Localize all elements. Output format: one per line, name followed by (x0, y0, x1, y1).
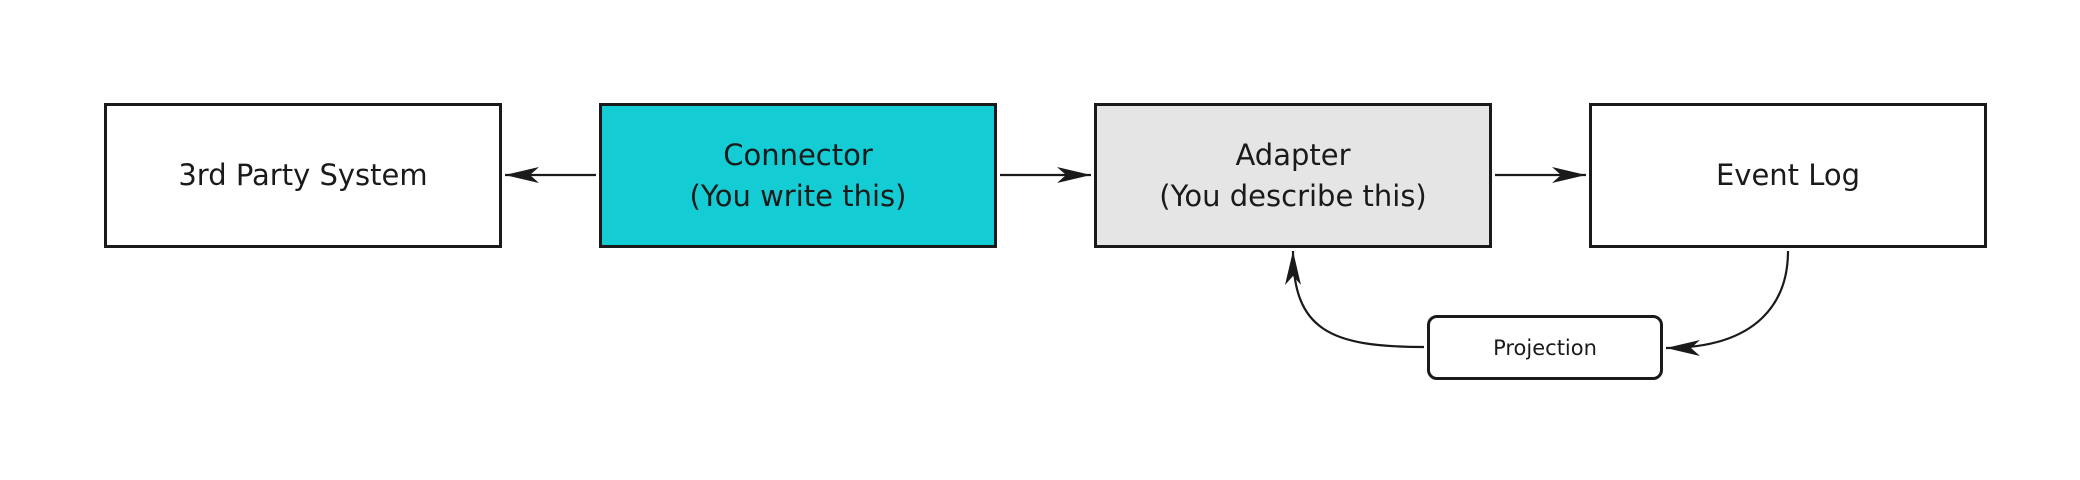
event-log-label: Event Log (1715, 158, 1861, 192)
arrow-projection-to-adapter (1285, 250, 1425, 349)
third-party-system-label: 3rd Party System (178, 158, 428, 192)
connector-sublabel: (You write this) (689, 178, 907, 213)
arrow-event-log-to-projection (1665, 250, 1790, 356)
event-log-node: Event Log (1589, 103, 1987, 248)
adapter-label: Adapter (1235, 137, 1351, 172)
connector-node: Connector (You write this) (599, 103, 997, 248)
projection-label: Projection (1493, 335, 1597, 360)
adapter-node: Adapter (You describe this) (1094, 103, 1492, 248)
projection-node: Projection (1427, 315, 1663, 380)
adapter-sublabel: (You describe this) (1159, 178, 1427, 213)
connector-label: Connector (723, 137, 873, 172)
third-party-system-node: 3rd Party System (104, 103, 502, 248)
